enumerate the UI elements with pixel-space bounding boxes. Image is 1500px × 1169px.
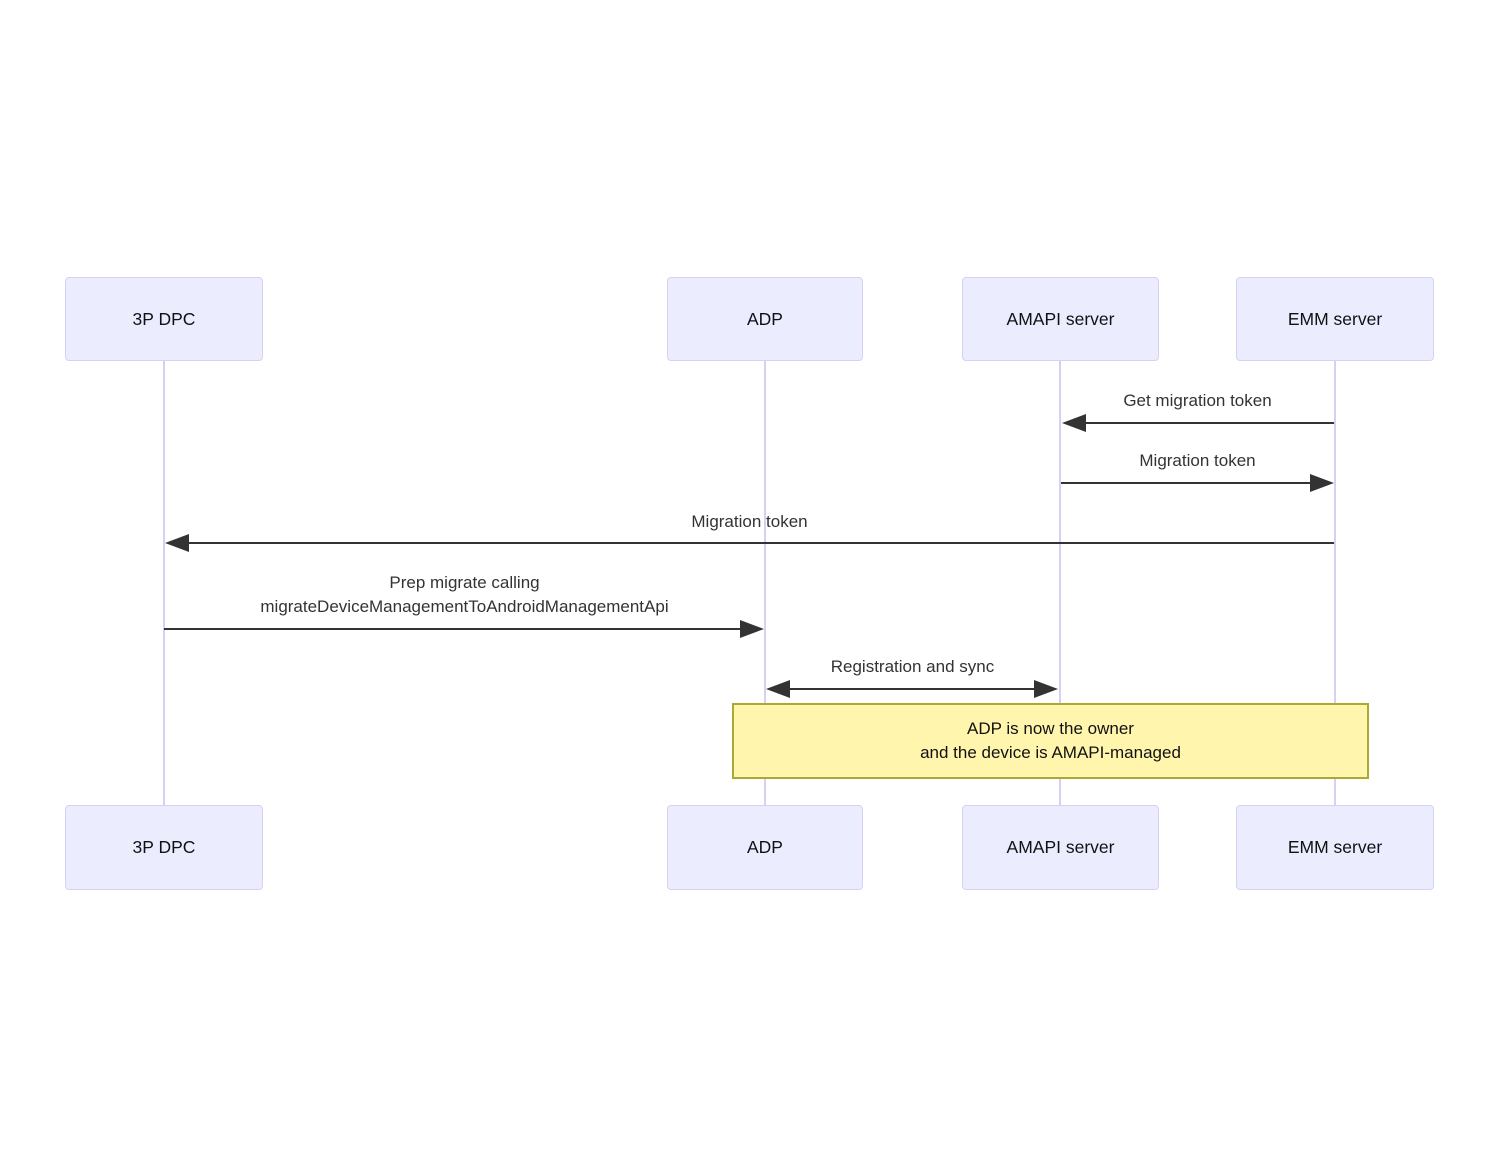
actor-label: 3P DPC <box>132 837 196 857</box>
lifeline-amapi-server <box>1059 361 1061 805</box>
actor-label: EMM server <box>1287 837 1383 857</box>
message-text: Migration token <box>691 512 808 531</box>
message-label-get-migration-token: Get migration token <box>1060 389 1335 413</box>
message-text: Migration token <box>1139 451 1256 470</box>
message-label-prep-migrate: Prep migrate calling migrateDeviceManage… <box>164 571 765 619</box>
actor-top-amapi-server: AMAPI server <box>962 277 1159 361</box>
actor-label: AMAPI server <box>1006 837 1115 857</box>
actor-label: 3P DPC <box>132 308 196 329</box>
message-text: Registration and sync <box>830 657 995 676</box>
actor-top-adp: ADP <box>667 277 863 361</box>
lifeline-3p-dpc <box>163 361 165 805</box>
note-text: ADP is now the owner <box>967 718 1134 738</box>
message-text: Prep migrate calling <box>389 573 540 592</box>
note-text: and the device is AMAPI-managed <box>920 743 1181 762</box>
message-label-migration-token-to-3p-dpc: Migration token <box>164 510 1335 534</box>
actor-bottom-adp: ADP <box>667 805 863 890</box>
actor-label: EMM server <box>1287 308 1383 329</box>
message-text: Get migration token <box>1123 391 1272 410</box>
actor-label: ADP <box>747 837 783 857</box>
lifeline-emm-server <box>1334 361 1336 805</box>
message-text: migrateDeviceManagementToAndroidManageme… <box>260 597 669 616</box>
actor-bottom-amapi-server: AMAPI server <box>962 805 1159 890</box>
actor-label: AMAPI server <box>1006 308 1115 329</box>
actor-bottom-3p-dpc: 3P DPC <box>65 805 263 890</box>
actor-bottom-emm-server: EMM server <box>1236 805 1434 890</box>
note-adp-owner: ADP is now the owner and the device is A… <box>732 703 1369 779</box>
actor-top-emm-server: EMM server <box>1236 277 1434 361</box>
message-label-migration-token-to-emm: Migration token <box>1060 449 1335 473</box>
actor-label: ADP <box>747 308 783 329</box>
actor-top-3p-dpc: 3P DPC <box>65 277 263 361</box>
message-label-registration-and-sync: Registration and sync <box>765 655 1060 679</box>
lifeline-adp <box>764 361 766 805</box>
